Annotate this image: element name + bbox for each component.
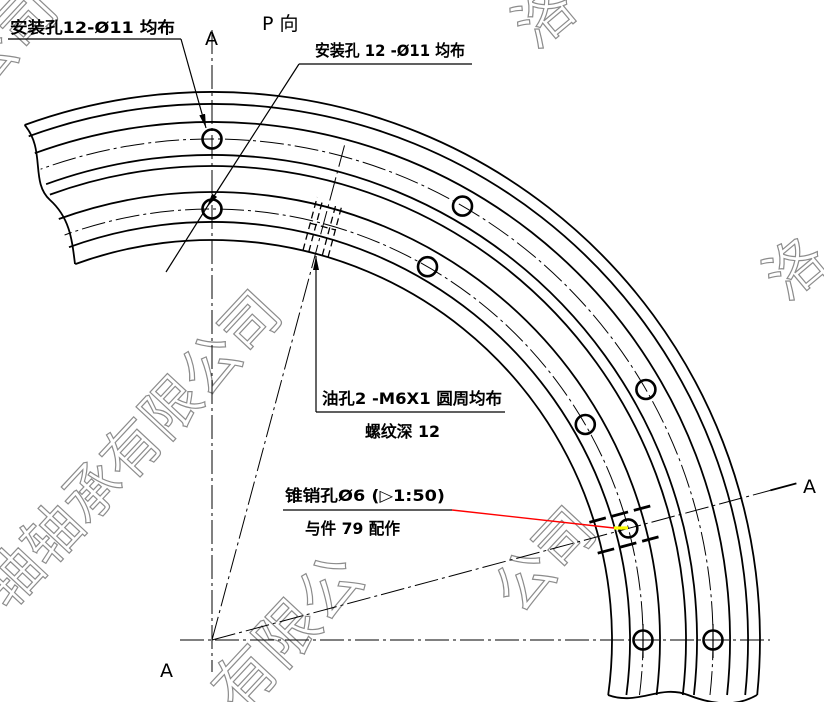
ring-arc — [49, 165, 687, 696]
section-label-bottom: A — [160, 660, 173, 682]
watermark-text: 公司 — [481, 494, 610, 625]
taper-pin-leader — [451, 509, 615, 529]
pitch-circle-arc — [64, 208, 644, 696]
bottom-break-line — [607, 690, 758, 702]
ring-arc — [45, 154, 698, 696]
taper-pin-label: 锥销孔Ø6 (▷1:50) — [285, 486, 445, 505]
mount-outer-leader — [180, 38, 207, 129]
ring-arc — [24, 91, 761, 696]
mount-holes-inner-label: 安装孔 12 -Ø11 均布 — [315, 41, 465, 60]
mounting-hole — [416, 255, 439, 278]
mounting-hole — [574, 413, 597, 436]
taper-pin-hidden-line — [597, 535, 659, 555]
mount-holes-outer-label: 安装孔12-Ø11 均布 — [10, 18, 175, 37]
pitch-circle-arc — [40, 138, 714, 696]
mounting-hole — [635, 378, 657, 401]
oil-hole-label: 油孔2 -M6X1 圆周均布 — [322, 389, 502, 408]
ring-arc — [58, 191, 661, 696]
view-title: P 向 — [262, 13, 299, 35]
mount-inner-leader — [206, 63, 300, 208]
watermark-text: 公司 — [0, 0, 71, 106]
oil-hole-center-line — [211, 145, 345, 641]
section-label-top: A — [205, 28, 218, 50]
oil-hole-hidden-line — [321, 202, 338, 256]
ring-arc — [34, 121, 731, 696]
left-break-line — [23, 124, 76, 265]
oil-hole-thread-end — [310, 222, 336, 231]
section-a-cut-mark — [770, 482, 797, 492]
oil-hole-hidden-line — [327, 203, 343, 258]
ring-arc — [28, 103, 749, 696]
taper-pin-note: 与件 79 配作 — [305, 519, 400, 538]
mount-inner-leader-tail — [165, 206, 208, 273]
watermark-text: 轴轴承有限公司 — [0, 278, 295, 621]
watermark-text: 有限公 — [198, 540, 378, 702]
watermark-text: 洛 — [751, 223, 824, 312]
oil-hole-thread-depth: 螺纹深 12 — [365, 422, 440, 441]
mounting-hole — [451, 195, 474, 217]
taper-pin-hidden-line — [589, 504, 651, 524]
watermark-text: 洛 — [500, 0, 588, 61]
ring-arc — [74, 239, 613, 696]
section-label-right: A — [803, 476, 816, 498]
section-a-center-line — [211, 489, 771, 641]
